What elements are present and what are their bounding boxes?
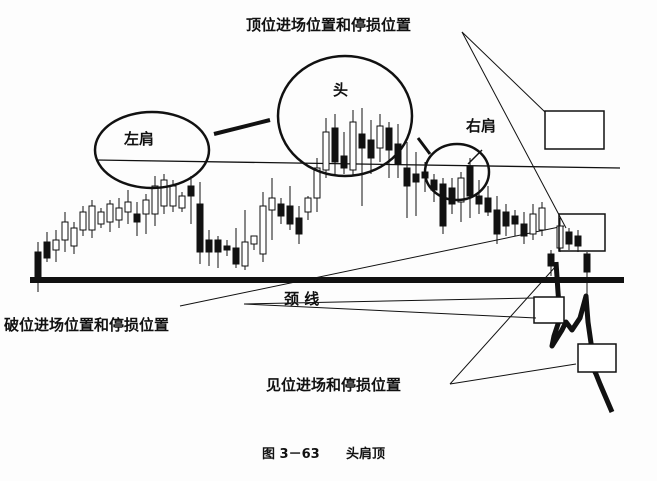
candle-body-bearish [196, 203, 204, 253]
candle-body-bearish [205, 239, 213, 253]
candle-body-bearish [286, 205, 294, 225]
candle-body-bullish [79, 211, 87, 231]
candle-body-bullish [142, 199, 150, 215]
projection-line [179, 225, 565, 307]
candle-body-bullish [457, 177, 465, 203]
candle-body-bearish [223, 245, 231, 251]
breakdown-path [549, 261, 615, 413]
candle-body-bearish [358, 133, 366, 149]
candle-body-bearish [565, 231, 573, 245]
candle-body-bearish [367, 139, 375, 159]
candle-body-bearish [340, 155, 348, 169]
break-pointer-a [243, 303, 537, 319]
candle-body-bearish [439, 183, 447, 227]
candle-body-bearish [574, 235, 582, 247]
right-shoulder-label: 右肩 [466, 117, 496, 135]
candle-body-bullish [88, 205, 96, 231]
candle-body-bearish [547, 253, 555, 267]
seen-entry-box [577, 343, 617, 373]
candle-body-bearish [295, 217, 303, 235]
shoulder-head-connector [213, 118, 271, 136]
candle-body-bearish [403, 167, 411, 187]
break-annotation-label: 破位进场位置和停损位置 [4, 316, 169, 334]
top-pointer-b [461, 31, 567, 229]
candle-body-bearish [385, 127, 393, 151]
candle-body-bullish [529, 213, 537, 235]
candle-body-bearish [214, 239, 222, 253]
candle-body-bullish [151, 185, 159, 215]
candle-body-bullish [304, 197, 312, 213]
top-entry-box [544, 110, 605, 150]
candle-body-bullish [376, 125, 384, 149]
candle-body-bearish [331, 127, 339, 163]
candle-body-bullish [349, 121, 357, 171]
neckline-label: 颈 线 [283, 290, 319, 308]
candle-body-bullish [169, 185, 177, 207]
candle-body-bullish [322, 131, 330, 171]
right-shoulder-ellipse [423, 142, 491, 202]
candle-body-bearish [133, 213, 141, 223]
candle-body-bearish [277, 203, 285, 217]
candlestick-series [34, 108, 591, 294]
trend-line [95, 159, 621, 169]
head-right-connector [416, 137, 432, 155]
candle-body-bearish [475, 195, 483, 205]
left-shoulder-ellipse [93, 110, 211, 190]
candle-body-bullish [124, 201, 132, 213]
left-shoulder-label: 左肩 [123, 130, 154, 148]
figure-title: 头肩顶 [346, 446, 385, 462]
candle-body-bullish [556, 225, 564, 249]
figure-number: 图 3－63 [262, 447, 320, 462]
candle-body-bullish [178, 195, 186, 209]
candle-body-bearish [187, 185, 195, 197]
candle-body-bullish [115, 207, 123, 221]
candle-body-bullish [259, 205, 267, 255]
top-annotation-label: 顶位进场位置和停损位置 [246, 16, 411, 34]
candle-body-bullish [52, 239, 60, 251]
candle-body-bearish [520, 223, 528, 237]
right-shoulder-pointer [467, 149, 483, 165]
seen-annotation-label: 见位进场和停损位置 [266, 376, 401, 394]
candle-body-bullish [70, 227, 78, 247]
candle-body-bearish [511, 215, 519, 225]
candle-body-bullish [241, 241, 249, 267]
candle-body-bullish [61, 221, 69, 241]
candle-body-bullish [160, 179, 168, 207]
candle-body-bullish [313, 167, 321, 199]
candle-body-bullish [250, 235, 258, 245]
candle-body-bearish [43, 241, 51, 259]
seen-pointer-a [449, 363, 577, 385]
candle-body-bullish [106, 203, 114, 223]
candle-body-bearish [583, 253, 591, 273]
break-entry-box [533, 296, 565, 324]
candle-body-bearish [448, 187, 456, 205]
candle-body-bearish [493, 209, 501, 235]
seen-pointer-b [449, 265, 557, 385]
candle-body-bullish [268, 197, 276, 211]
candle-body-bearish [466, 165, 474, 197]
candle-body-bearish [484, 197, 492, 213]
candle-body-bearish [232, 247, 240, 265]
candle-body-bearish [34, 251, 42, 281]
head-ellipse [276, 54, 414, 178]
break-pointer-b [243, 297, 535, 305]
top-zone-box [558, 213, 606, 252]
top-pointer-a [461, 31, 546, 113]
head-label: 头 [333, 81, 348, 99]
candle-body-bullish [538, 207, 546, 231]
candle-body-bearish [412, 173, 420, 183]
candle-body-bearish [502, 211, 510, 227]
candle-body-bullish [97, 211, 105, 225]
